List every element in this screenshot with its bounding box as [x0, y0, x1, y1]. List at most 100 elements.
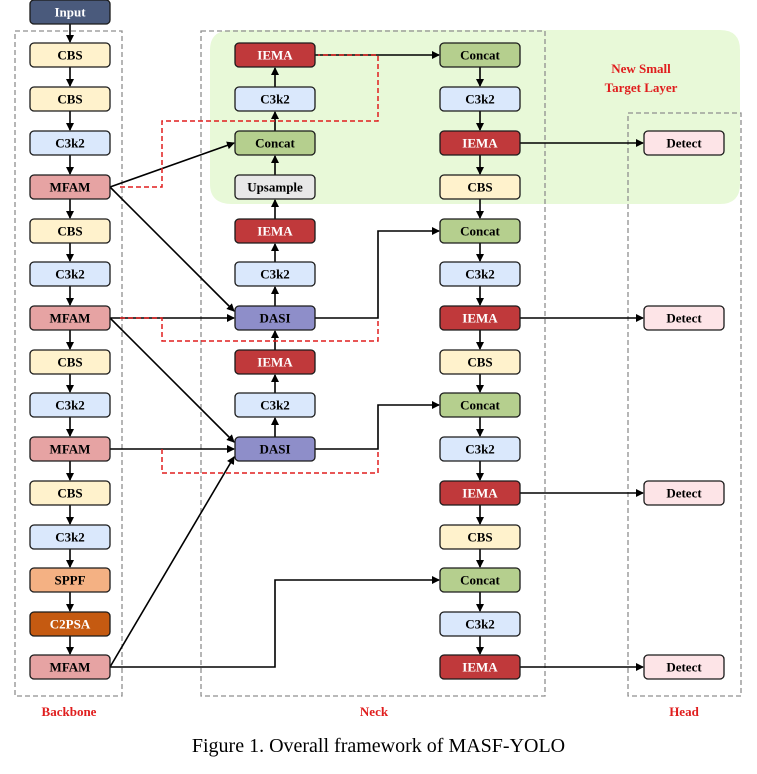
backbone-region [14, 30, 123, 697]
node-detect-box [643, 305, 725, 331]
node-cbs: CBS [439, 174, 521, 200]
node-concat-box [439, 567, 521, 593]
node-mfam-box [29, 305, 111, 331]
node-cbs: CBS [439, 524, 521, 550]
node-detect: Detect [643, 305, 725, 331]
node-detect-label: Detect [666, 486, 702, 501]
node-mfam-box [29, 174, 111, 200]
node-cbs-box [29, 218, 111, 244]
node-cbs: CBS [29, 86, 111, 112]
node-detect-label: Detect [666, 660, 702, 675]
node-cbs-label: CBS [57, 486, 82, 501]
node-cbs-label: CBS [57, 92, 82, 107]
node-detect-label: Detect [666, 136, 702, 151]
node-mfam-label: MFAM [50, 660, 91, 675]
arrow-mfam4-dasi2 [109, 456, 235, 668]
node-c3k2-box [234, 392, 316, 418]
node-iema: IEMA [234, 349, 316, 375]
node-concat-box [234, 130, 316, 156]
node-mfam-box [29, 654, 111, 680]
node-cbs: CBS [29, 349, 111, 375]
node-mfam-box [29, 436, 111, 462]
node-c3k2: C3k2 [29, 130, 111, 156]
node-iema-label: IEMA [462, 486, 498, 501]
removed-path-middle [120, 317, 379, 342]
node-dasi-label: DASI [259, 442, 290, 457]
node-c3k2-box [439, 611, 521, 637]
node-c3k2-box [234, 261, 316, 287]
node-iema-box [439, 305, 521, 331]
node-cbs-box [439, 524, 521, 550]
node-mfam-label: MFAM [50, 180, 91, 195]
arrow-mfam1-dasi1 [109, 186, 235, 312]
node-iema-label: IEMA [462, 660, 498, 675]
backbone-label: Backbone [42, 704, 97, 719]
node-iema-label: IEMA [257, 355, 293, 370]
node-dasi-box [234, 436, 316, 462]
node-iema: IEMA [439, 305, 521, 331]
node-c3k2-label: C3k2 [260, 398, 290, 413]
node-c3k2-label: C3k2 [55, 530, 85, 545]
removed-path-bottom [161, 449, 379, 474]
node-c3k2: C3k2 [439, 261, 521, 287]
neck-label: Neck [360, 704, 389, 719]
node-iema-label: IEMA [257, 48, 293, 63]
node-cbs-box [29, 42, 111, 68]
node-concat-label: Concat [460, 224, 500, 239]
node-concat: Concat [234, 130, 316, 156]
arrow-mfam4-concat [110, 576, 440, 668]
node-c3k2-label: C3k2 [465, 617, 495, 632]
node-mfam: MFAM [29, 436, 111, 462]
node-cbs-label: CBS [467, 180, 492, 195]
node-iema-box [439, 480, 521, 506]
new-small-target-region [210, 30, 740, 204]
node-c3k2-box [29, 524, 111, 550]
node-concat-label: Concat [460, 398, 500, 413]
node-sppf-box [29, 567, 111, 593]
node-concat: Concat [439, 218, 521, 244]
node-c3k2-label: C3k2 [55, 398, 85, 413]
node-cbs-box [29, 349, 111, 375]
node-detect: Detect [643, 654, 725, 680]
new-layer-label-line1: New Small [611, 61, 671, 76]
arrow-mfam2-dasi2 [109, 317, 235, 443]
node-iema-box [234, 349, 316, 375]
node-sppf-label: SPPF [54, 573, 85, 588]
node-c3k2-box [29, 392, 111, 418]
node-mfam: MFAM [29, 654, 111, 680]
arrow-dasi2-concat [315, 401, 440, 450]
node-cbs: CBS [29, 480, 111, 506]
node-iema: IEMA [439, 130, 521, 156]
node-c2psa-box [29, 611, 111, 637]
node-iema-box [234, 218, 316, 244]
node-iema: IEMA [439, 654, 521, 680]
node-concat: Concat [439, 392, 521, 418]
node-c3k2-label: C3k2 [465, 92, 495, 107]
node-cbs-box [29, 480, 111, 506]
node-c3k2-box [439, 261, 521, 287]
node-c3k2-label: C3k2 [260, 267, 290, 282]
node-input-box [29, 0, 111, 25]
node-detect-box [643, 130, 725, 156]
node-mfam: MFAM [29, 174, 111, 200]
node-cbs-box [439, 174, 521, 200]
node-mfam: MFAM [29, 305, 111, 331]
node-iema-box [439, 130, 521, 156]
node-c3k2-label: C3k2 [465, 267, 495, 282]
node-dasi-label: DASI [259, 311, 290, 326]
node-cbs: CBS [29, 42, 111, 68]
node-input-label: Input [54, 5, 86, 20]
node-cbs-label: CBS [57, 355, 82, 370]
node-concat: Concat [439, 567, 521, 593]
node-concat-box [439, 218, 521, 244]
node-c3k2: C3k2 [439, 86, 521, 112]
node-c3k2-label: C3k2 [55, 267, 85, 282]
node-upsample-box [234, 174, 316, 200]
node-concat-box [439, 42, 521, 68]
node-c3k2: C3k2 [234, 392, 316, 418]
node-cbs-label: CBS [57, 224, 82, 239]
node-concat: Concat [439, 42, 521, 68]
node-iema: IEMA [439, 480, 521, 506]
node-dasi-box [234, 305, 316, 331]
